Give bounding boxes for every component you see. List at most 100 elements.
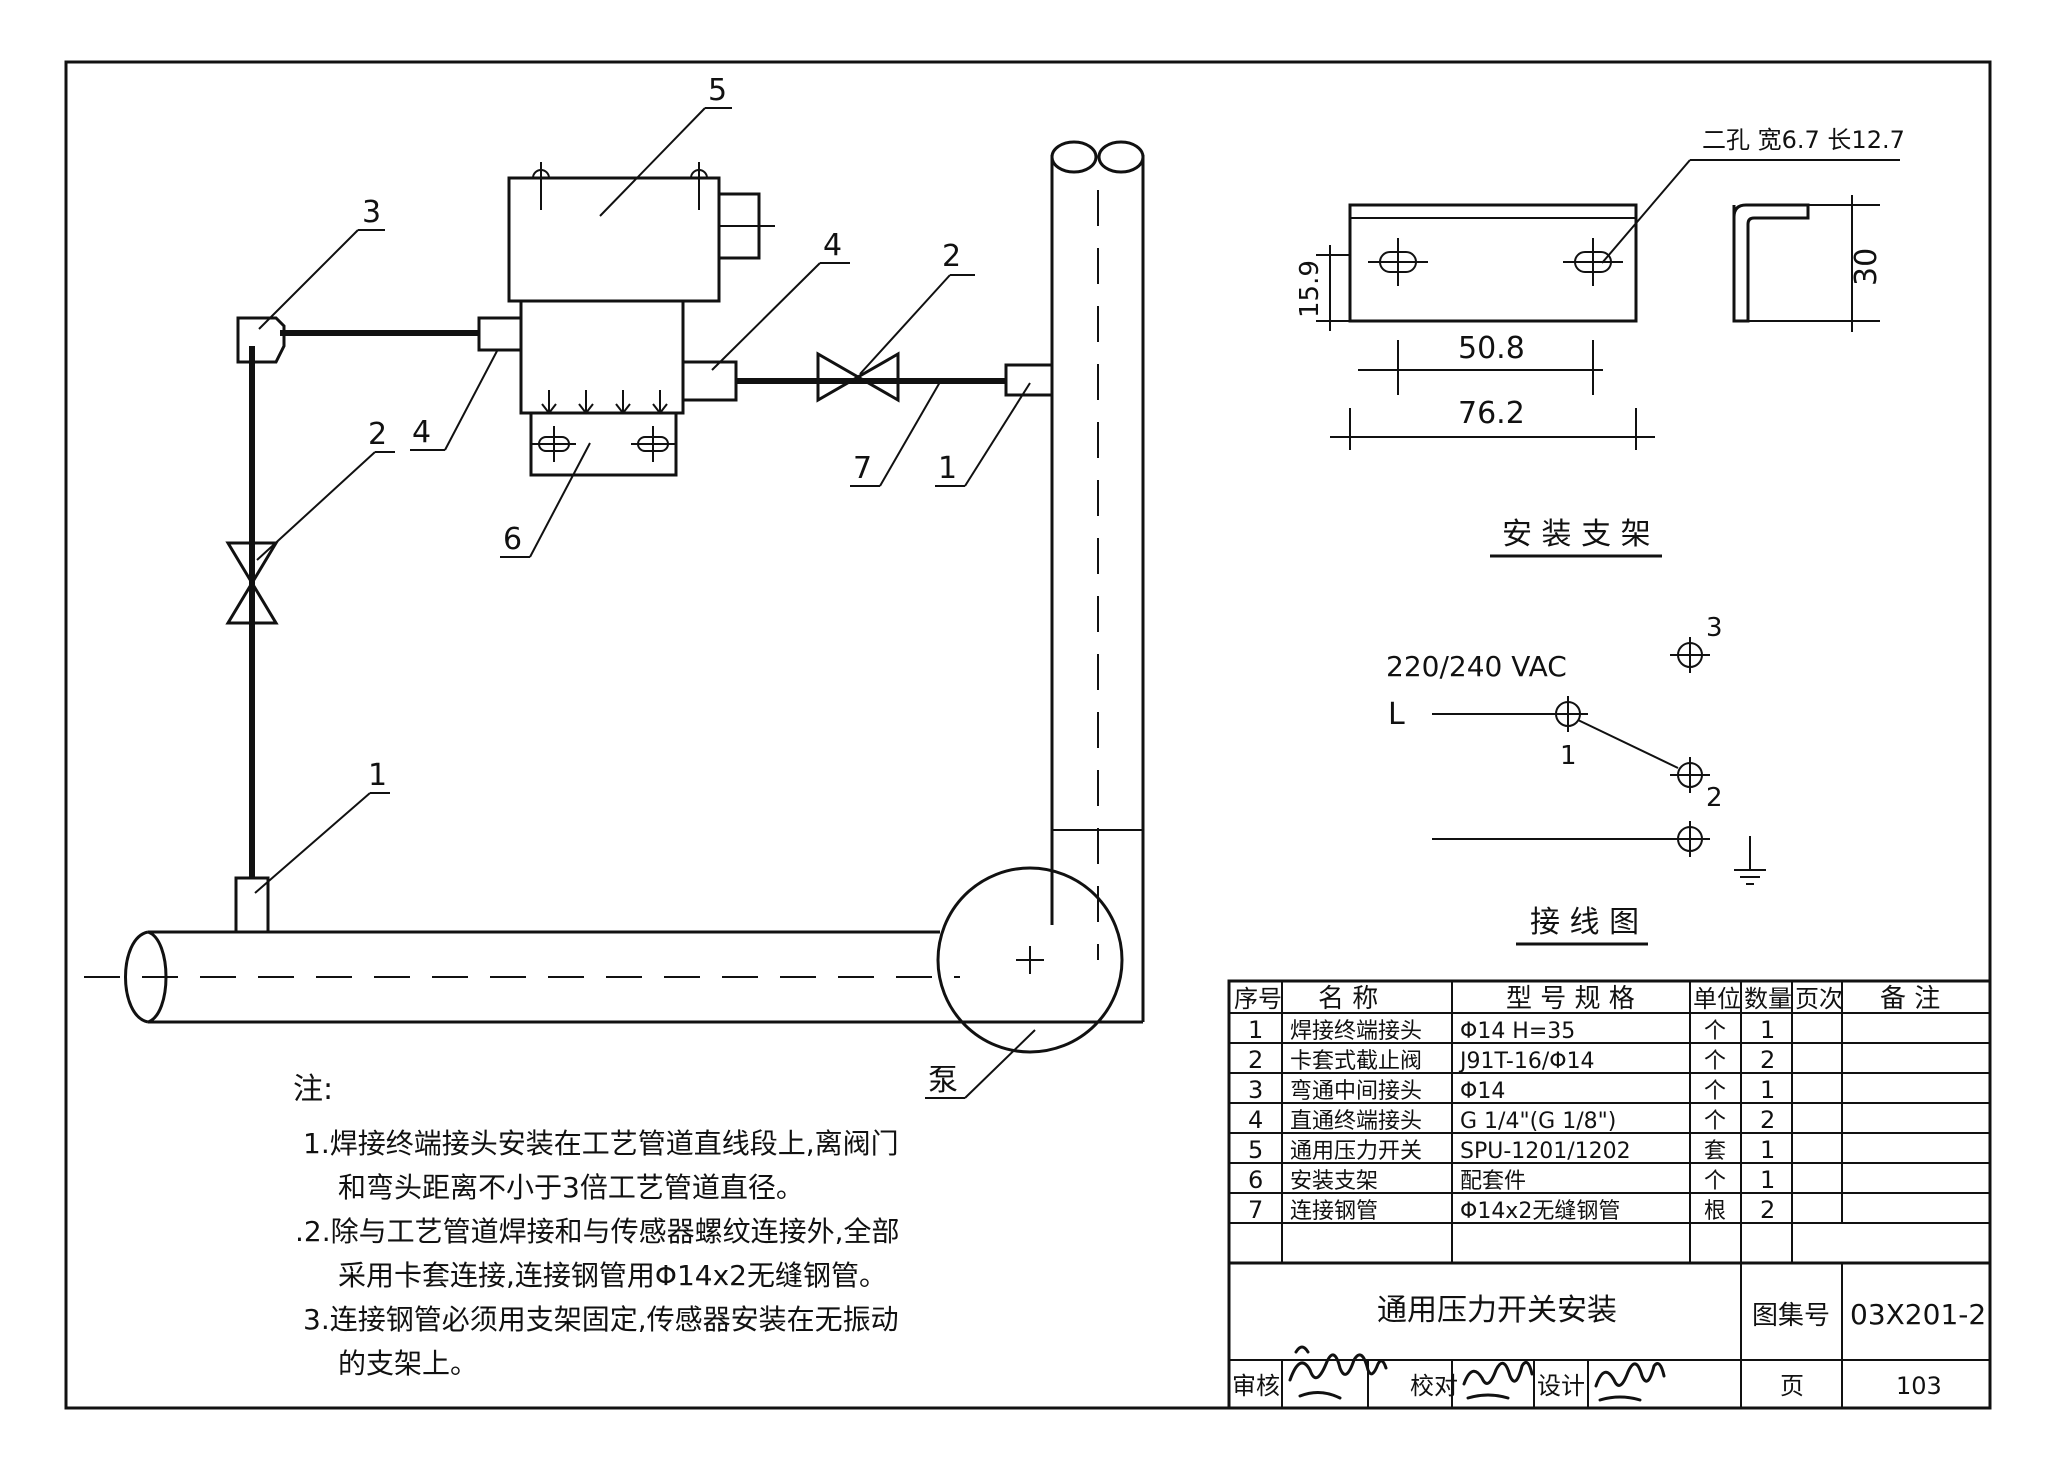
svg-text:6: 6 (1248, 1166, 1263, 1194)
svg-text:个: 个 (1704, 1169, 1726, 1194)
drawing-title: 通用压力开关安装 (1377, 1293, 1617, 1328)
callout-6: 6 (503, 522, 522, 557)
header-index: 序号 (1234, 985, 1282, 1013)
pressure-switch (477, 162, 775, 415)
table-row: 1 焊接终端接头 Φ14 H=35 个 1 (1248, 1016, 1775, 1044)
notes: 注: 1.焊接终端接头安装在工艺管道直线段上,离阀门 和弯头距离不小于3倍工艺管… (293, 1072, 900, 1380)
svg-text:1: 1 (1760, 1016, 1775, 1044)
callout-2-right: 2 (942, 239, 961, 274)
page-label: 页 (1780, 1372, 1804, 1400)
callout-7: 7 (853, 451, 872, 486)
callout-5: 5 (708, 73, 727, 108)
svg-text:根: 根 (1704, 1199, 1726, 1224)
svg-text:1: 1 (1760, 1076, 1775, 1104)
svg-text:4: 4 (1248, 1106, 1263, 1134)
callout-1-left: 1 (368, 758, 387, 793)
signature-check (1462, 1360, 1534, 1400)
svg-text:弯通中间接头: 弯通中间接头 (1290, 1079, 1422, 1104)
notes-heading: 注: (293, 1072, 333, 1107)
piping-diagram: 3 5 4 2 4 2 7 1 6 1 泵 (84, 73, 1145, 1099)
page-number: 103 (1896, 1372, 1942, 1400)
check-label: 校对 (1410, 1372, 1458, 1400)
table-row: 6 安装支架 配套件 个 1 (1248, 1166, 1775, 1194)
header-name: 名 称 (1318, 984, 1378, 1014)
note-2-line-1: .2.除与工艺管道焊接和与传感器螺纹连接外,全部 (295, 1215, 900, 1248)
svg-text:直通终端接头: 直通终端接头 (1290, 1109, 1422, 1134)
wiring-line-label: L (1388, 697, 1405, 732)
svg-text:1: 1 (1248, 1016, 1263, 1044)
svg-text:5: 5 (1248, 1136, 1263, 1164)
svg-text:焊接终端接头: 焊接终端接头 (1290, 1019, 1422, 1044)
weld-fitting-upper (1004, 363, 1054, 397)
wiring-caption: 接 线 图 (1530, 905, 1639, 940)
design-label: 设计 (1537, 1372, 1585, 1400)
table-row: 5 通用压力开关 SPU-1201/1202 套 1 (1248, 1136, 1775, 1164)
callout-3: 3 (362, 195, 381, 230)
bracket-detail: 二孔 宽6.7 长12.7 15.9 50.8 76.2 30 安 装 支 架 (1295, 126, 1905, 558)
callout-1-right: 1 (938, 451, 957, 486)
svg-text:Φ14x2无缝钢管: Φ14x2无缝钢管 (1460, 1199, 1620, 1224)
svg-text:7: 7 (1248, 1196, 1263, 1224)
table-row: 2 卡套式截止阀 J91T-16/Φ14 个 2 (1248, 1046, 1775, 1074)
callout-pump: 泵 (928, 1063, 958, 1098)
svg-text:3: 3 (1248, 1076, 1263, 1104)
svg-text:G 1/4"(G 1/8"): G 1/4"(G 1/8") (1460, 1109, 1616, 1134)
header-remark: 备 注 (1880, 984, 1940, 1014)
note-3-line-2: 的支架上。 (338, 1347, 478, 1380)
review-label: 审核 (1232, 1372, 1280, 1400)
note-2-line-2: 采用卡套连接,连接钢管用Φ14x2无缝钢管。 (338, 1259, 887, 1292)
callout-leaders (254, 107, 1036, 1099)
ground-icon (1734, 836, 1766, 885)
mounting-bracket-installed (529, 411, 678, 477)
wiring-voltage: 220/240 VAC (1386, 650, 1567, 683)
svg-text:套: 套 (1704, 1139, 1726, 1164)
parts-table: 序号 名 称 型 号 规 格 单位 数量 页次 备 注 1 焊接终端接头 Φ14… (1227, 979, 1992, 1410)
wiring-diagram: 220/240 VAC L 1 2 3 接 线 图 (1386, 613, 1766, 946)
callout-2-left: 2 (368, 417, 387, 452)
svg-text:SPU-1201/1202: SPU-1201/1202 (1460, 1139, 1631, 1164)
elbow-fitting (236, 316, 286, 364)
terminal-1-label: 1 (1560, 741, 1577, 771)
svg-text:2: 2 (1760, 1106, 1775, 1134)
header-unit: 单位 (1693, 985, 1741, 1013)
bracket-caption: 安 装 支 架 (1502, 517, 1651, 552)
terminal-3-label: 3 (1706, 613, 1723, 643)
svg-text:1: 1 (1760, 1166, 1775, 1194)
dim-length: 76.2 (1458, 396, 1525, 431)
callout-4-right: 4 (823, 228, 842, 263)
bracket-side-view (1732, 203, 1810, 323)
table-row: 4 直通终端接头 G 1/4"(G 1/8") 个 2 (1248, 1106, 1775, 1134)
process-pipe-vertical (955, 140, 1145, 1024)
sheet-border (64, 60, 1992, 1410)
atlas-label: 图集号 (1752, 1301, 1830, 1331)
dim-height: 15.9 (1295, 260, 1325, 318)
dim-side: 30 (1849, 248, 1884, 286)
table-row: 3 弯通中间接头 Φ14 个 1 (1248, 1076, 1775, 1104)
svg-text:通用压力开关: 通用压力开关 (1290, 1139, 1422, 1164)
atlas-number: 03X201-2 (1850, 1298, 1986, 1331)
signature-design (1594, 1362, 1666, 1402)
svg-text:个: 个 (1704, 1079, 1726, 1104)
svg-text:2: 2 (1760, 1046, 1775, 1074)
process-pipe-horizontal (84, 930, 960, 1024)
svg-text:配套件: 配套件 (1460, 1169, 1526, 1194)
svg-text:连接钢管: 连接钢管 (1290, 1199, 1378, 1224)
svg-text:Φ14: Φ14 (1460, 1079, 1505, 1104)
connecting-steel-pipe (249, 330, 1006, 878)
callout-4-left: 4 (412, 415, 431, 450)
svg-text:安装支架: 安装支架 (1290, 1169, 1378, 1194)
bracket-holes-note: 二孔 宽6.7 长12.7 (1702, 126, 1905, 154)
header-qty: 数量 (1744, 985, 1792, 1013)
svg-text:个: 个 (1704, 1049, 1726, 1074)
svg-text:2: 2 (1760, 1196, 1775, 1224)
note-1-line-2: 和弯头距离不小于3倍工艺管道直径。 (338, 1171, 804, 1204)
header-spec: 型 号 规 格 (1506, 984, 1635, 1014)
bracket-plate (1348, 203, 1638, 323)
svg-text:卡套式截止阀: 卡套式截止阀 (1290, 1049, 1422, 1074)
note-1-line-1: 1.焊接终端接头安装在工艺管道直线段上,离阀门 (303, 1127, 899, 1160)
svg-text:个: 个 (1704, 1019, 1726, 1044)
stop-valve-vertical (225, 541, 279, 625)
terminal-2-label: 2 (1706, 783, 1723, 813)
note-3-line-1: 3.连接钢管必须用支架固定,传感器安装在无振动 (303, 1303, 899, 1336)
